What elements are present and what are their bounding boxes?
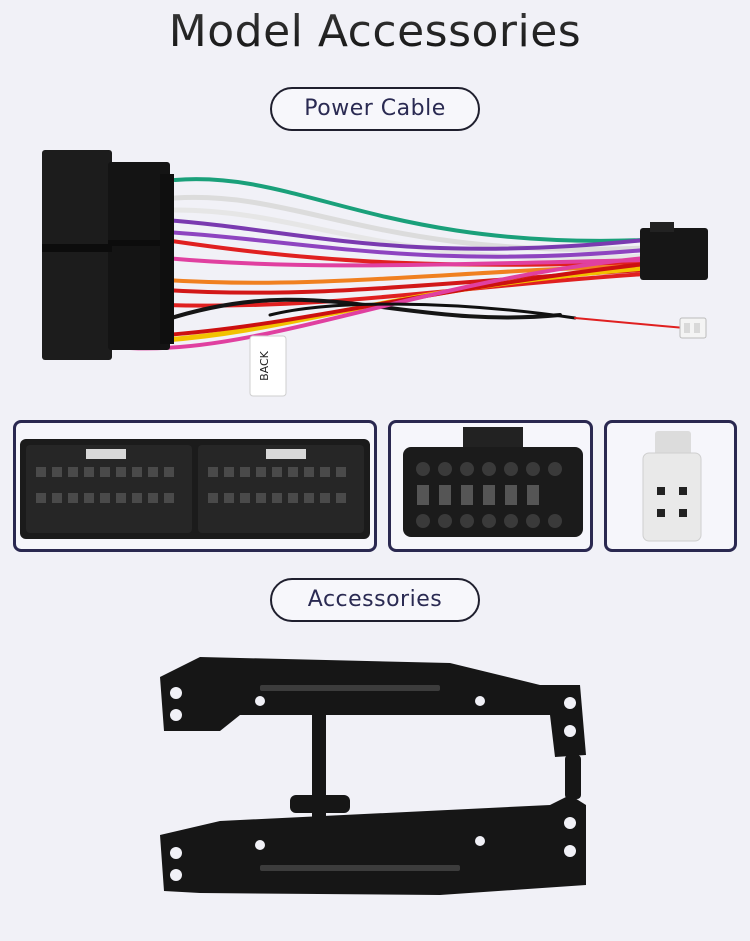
- wire-green: [173, 177, 647, 243]
- wire-purple-2: [163, 230, 647, 259]
- connector-closeup-main: [13, 420, 377, 552]
- wire-pink-2: [128, 256, 647, 351]
- connector-closeup-iso: [388, 420, 593, 552]
- white-mini-plug: [679, 317, 707, 339]
- back-label-tag: [249, 335, 287, 397]
- wire-purple-1: [163, 218, 647, 251]
- iso-connector: [640, 222, 708, 280]
- section-label-power-cable: Power Cable: [270, 87, 480, 131]
- wire-white-2: [172, 207, 648, 261]
- wire-red-1: [163, 238, 647, 267]
- wire-red-thin: [574, 317, 686, 329]
- page-title: Model Accessories: [0, 6, 750, 57]
- wire-black-2: [268, 302, 577, 320]
- mounting-bracket-image: [160, 657, 586, 895]
- main-harness-connector: [42, 150, 174, 360]
- section-label-accessories: Accessories: [270, 578, 480, 622]
- power-cable-harness-image: BACK: [42, 150, 708, 397]
- wire-pink-1: [163, 256, 647, 268]
- back-tag-label: BACK: [258, 350, 271, 381]
- connector-closeup-mini-plug: [604, 420, 737, 552]
